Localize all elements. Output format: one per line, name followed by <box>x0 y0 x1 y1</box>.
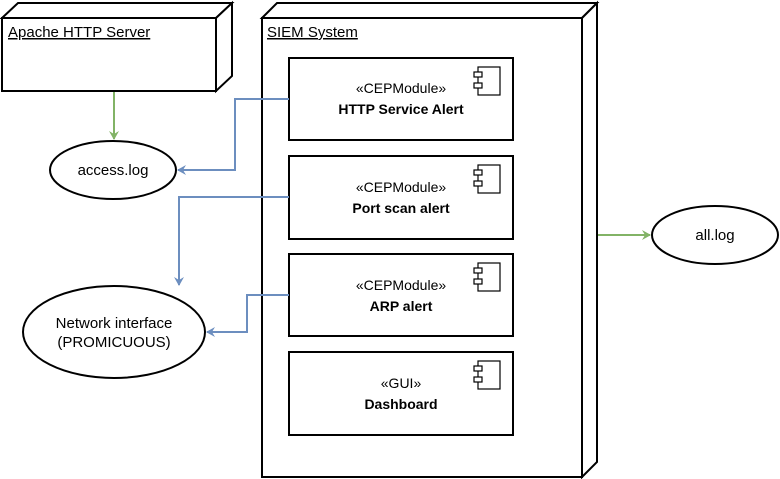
access-log-label: access.log <box>78 162 149 179</box>
component-http-service-alert: «CEPModule» HTTP Service Alert <box>288 57 514 141</box>
edge-arp-alert-to-network-interface <box>206 294 289 337</box>
artifact-all-log: all.log <box>651 205 779 265</box>
arp-alert-stereotype: «CEPModule» <box>356 277 446 293</box>
component-port-scan-alert: «CEPModule» Port scan alert <box>288 155 514 240</box>
edge-port-scan-to-network-interface <box>174 196 289 286</box>
apache-node-title: Apache HTTP Server <box>8 24 150 41</box>
edge-http-alert-to-access-log <box>177 98 289 175</box>
apache-http-server-node: Apache HTTP Server <box>0 0 235 94</box>
port-scan-stereotype: «CEPModule» <box>356 179 446 195</box>
siem-node-title: SIEM System <box>267 24 358 41</box>
component-dashboard: «GUI» Dashboard <box>288 351 514 436</box>
dashboard-stereotype: «GUI» <box>381 375 422 391</box>
network-interface: Network interface (PROMICUOUS) <box>22 285 206 379</box>
arp-alert-name: ARP alert <box>370 298 433 314</box>
artifact-access-log: access.log <box>49 140 177 200</box>
component-icon <box>473 262 501 292</box>
all-log-label: all.log <box>695 227 734 244</box>
component-icon <box>473 164 501 194</box>
http-alert-stereotype: «CEPModule» <box>356 80 446 96</box>
component-icon <box>473 66 501 96</box>
component-icon <box>473 360 501 390</box>
port-scan-name: Port scan alert <box>352 200 450 216</box>
network-interface-label-line1: Network interface <box>56 315 173 332</box>
http-alert-name: HTTP Service Alert <box>338 101 464 117</box>
network-interface-label-line2: (PROMICUOUS) <box>57 334 170 351</box>
component-arp-alert: «CEPModule» ARP alert <box>288 253 514 337</box>
dashboard-name: Dashboard <box>364 396 437 412</box>
